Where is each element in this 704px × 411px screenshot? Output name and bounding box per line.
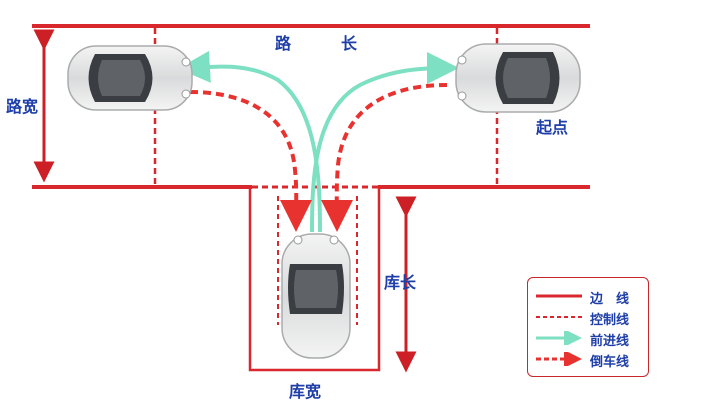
legend-item-forward-line: 前进线 xyxy=(528,329,650,349)
car-garage xyxy=(281,233,351,359)
start-point-label: 起点 xyxy=(536,118,569,137)
reverse-path-right xyxy=(320,83,448,232)
car-right xyxy=(455,43,581,113)
forward-paths xyxy=(178,50,459,233)
legend-label: 前进线 xyxy=(590,334,630,349)
car-left xyxy=(67,45,193,111)
legend-label: 边 线 xyxy=(590,292,630,307)
garage-length-label: 库长 xyxy=(384,273,417,292)
road-length-label: 路 长 xyxy=(275,34,364,53)
reverse-paths xyxy=(189,83,448,232)
reverse-path-left xyxy=(189,90,313,232)
legend-label: 控制线 xyxy=(590,313,630,328)
road-width-label: 路宽 xyxy=(6,97,39,116)
garage-edge xyxy=(248,187,381,372)
forward-path-left xyxy=(178,50,322,233)
garage-width-label: 库宽 xyxy=(289,382,322,401)
legend-item-reverse-line: 倒车线 xyxy=(528,350,650,370)
legend-item-control-line: 控制线 xyxy=(528,308,650,328)
road-boundaries xyxy=(32,24,590,189)
forward-path-right xyxy=(310,52,459,233)
legend-label: 倒车线 xyxy=(590,355,630,370)
legend: 边 线 控制线 前进线 倒车线 xyxy=(527,277,649,377)
legend-item-boundary-line: 边 线 xyxy=(528,287,650,307)
